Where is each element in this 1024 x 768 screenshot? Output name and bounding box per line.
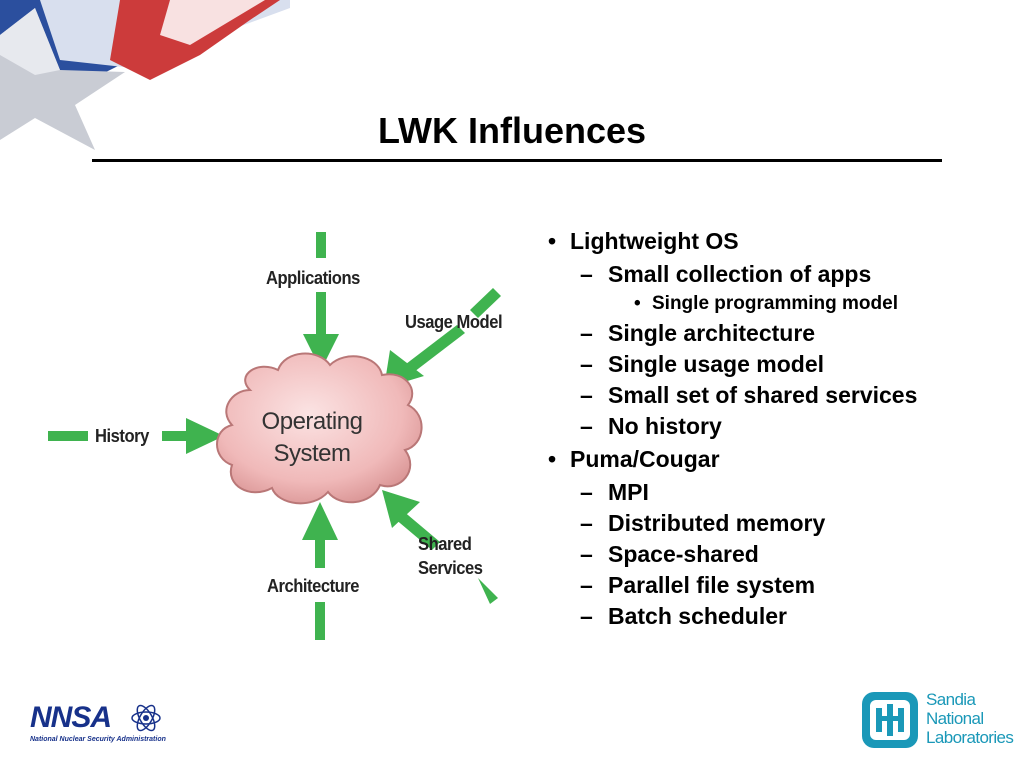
nnsa-subtitle: National Nuclear Security Administration — [30, 736, 166, 743]
title-divider — [92, 159, 942, 162]
sub-bullet-item: –No history — [548, 412, 928, 440]
architecture-arrow — [302, 502, 338, 640]
bullet-text: No history — [608, 413, 722, 439]
dash-marker: – — [580, 572, 593, 598]
dash-marker: – — [580, 479, 593, 505]
shared-services-label-line2: Services — [418, 558, 483, 578]
dash-marker: – — [580, 541, 593, 567]
os-label-line1: Operating — [261, 408, 363, 435]
bullet-text: Single programming model — [652, 293, 898, 314]
sub-bullet-item: –Single architecture — [548, 319, 928, 347]
history-arrow — [48, 418, 224, 454]
bullet-marker: • — [634, 293, 641, 314]
sandia-wordmark: Sandia National Laboratories — [926, 690, 1021, 747]
bullet-text: Single architecture — [608, 320, 816, 346]
bullet-text: MPI — [608, 479, 649, 505]
sub-sub-bullet-item: • Single programming model — [548, 291, 928, 316]
architecture-label: Architecture — [267, 576, 360, 596]
sandia-line1: Sandia — [926, 690, 976, 709]
bullet-text: Space-shared — [608, 541, 759, 567]
bullet-text: Puma/Cougar — [570, 446, 720, 472]
bullet-list: •Lightweight OS –Small collection of app… — [548, 224, 928, 633]
dash-marker: – — [580, 413, 593, 439]
usage-model-label: Usage Model — [405, 312, 503, 332]
bullet-text: Parallel file system — [608, 572, 816, 598]
bullet-text: Small set of shared services — [608, 382, 918, 408]
shared-services-label-line1: Shared — [418, 534, 472, 554]
bullet-marker: • — [548, 446, 557, 472]
dash-marker: – — [580, 382, 593, 408]
operating-system-cloud — [216, 352, 423, 505]
usage-model-arrow — [384, 288, 501, 388]
dash-marker: – — [580, 351, 593, 377]
sub-bullet-item: –Small set of shared services — [548, 381, 928, 409]
nnsa-logo — [26, 700, 162, 748]
os-label-line2: System — [273, 440, 351, 467]
sub-bullet-item: –Parallel file system — [548, 571, 928, 599]
bullet-text: Small collection of apps — [608, 261, 872, 287]
bullet-text: Batch scheduler — [608, 603, 787, 629]
bullet-text: Lightweight OS — [570, 228, 739, 254]
bullet-item: • Puma/Cougar — [548, 443, 928, 475]
dash-marker: – — [580, 510, 593, 536]
sub-bullet-item: –Batch scheduler — [548, 602, 928, 630]
sandia-thunderbird-icon — [862, 692, 918, 748]
sub-bullet-item: –Single usage model — [548, 350, 928, 378]
corner-star-flag-graphic — [0, 0, 290, 150]
bullet-text: Distributed memory — [608, 510, 826, 536]
sub-bullet-item: –Distributed memory — [548, 509, 928, 537]
bullet-item: • Lightweight OS — [548, 225, 928, 257]
bullet-marker: • — [548, 228, 557, 254]
sandia-line3: Laboratories — [926, 728, 1014, 747]
sub-bullet-item: –Small collection of apps — [548, 260, 928, 288]
applications-arrow — [303, 232, 339, 370]
dash-marker: – — [580, 261, 593, 287]
shared-services-arrow — [382, 490, 498, 604]
nnsa-wordmark: NNSA — [30, 701, 112, 734]
bullet-text: Single usage model — [608, 351, 824, 377]
applications-label: Applications — [266, 268, 360, 288]
sandia-line2: National — [926, 709, 984, 728]
dash-marker: – — [580, 603, 593, 629]
nnsa-atom-icon — [131, 704, 161, 732]
influence-diagram: Applications Usage Model History Shared … — [0, 200, 530, 660]
sub-bullet-item: –MPI — [548, 478, 928, 506]
history-label: History — [95, 426, 149, 446]
sub-bullet-item: –Space-shared — [548, 540, 928, 568]
slide-title: LWK Influences — [377, 110, 647, 151]
dash-marker: – — [580, 320, 593, 346]
diagram-graphics — [48, 232, 501, 640]
